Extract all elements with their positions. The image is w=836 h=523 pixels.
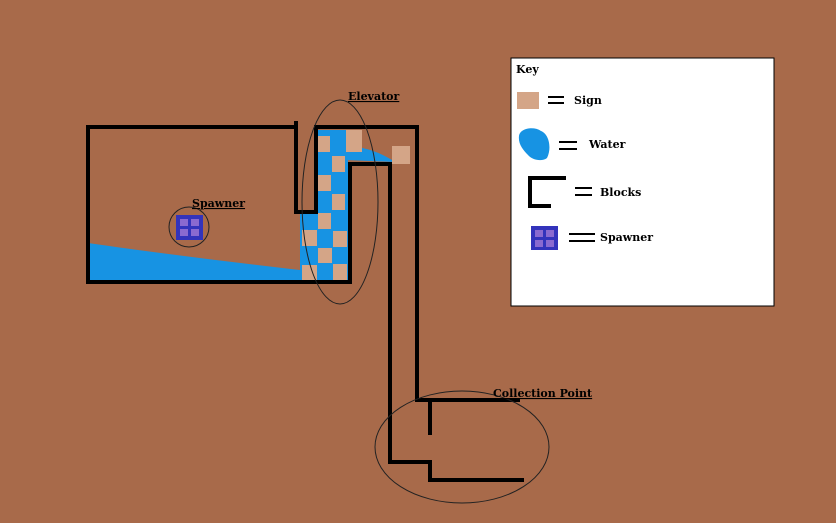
elevator-highlight-ellipse bbox=[301, 99, 379, 305]
key-spawner-label: Spawner bbox=[600, 231, 653, 244]
elevator-label: Elevator bbox=[348, 90, 399, 103]
key-equals-sign bbox=[548, 96, 564, 104]
collection-highlight-ellipse bbox=[374, 390, 550, 504]
key-equals-blocks bbox=[575, 187, 592, 196]
spawner-label: Spawner bbox=[192, 197, 245, 210]
key-water-icon bbox=[518, 128, 550, 161]
key-spawner-icon bbox=[531, 226, 558, 250]
elevator-left-wall bbox=[294, 121, 520, 402]
key-sign-icon bbox=[517, 92, 539, 109]
collection-point-label: Collection Point bbox=[493, 387, 593, 400]
key-title: Key bbox=[516, 63, 539, 76]
key-sign-label: Sign bbox=[574, 94, 602, 107]
spawner-icon bbox=[176, 215, 203, 240]
key-water-label: Water bbox=[588, 138, 626, 151]
spawner-room-water bbox=[88, 243, 300, 282]
block-walls bbox=[86, 121, 524, 482]
key-blocks-icon bbox=[528, 176, 566, 208]
key-equals-spawner bbox=[569, 233, 595, 242]
key-blocks-label: Blocks bbox=[600, 186, 641, 199]
spawner-highlight-circle bbox=[168, 206, 210, 248]
key-equals-water bbox=[559, 141, 577, 150]
key-legend: Key Sign Water Blocks Spawner bbox=[510, 57, 775, 307]
elevator-signs bbox=[302, 130, 410, 280]
channel-wall bbox=[296, 162, 524, 482]
